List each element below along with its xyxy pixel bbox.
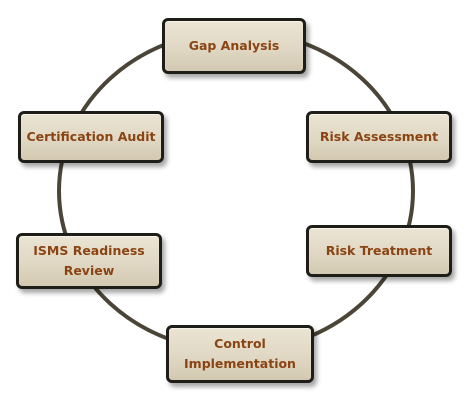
step-risk-treatment: Risk Treatment (306, 225, 452, 277)
step-certification-audit: Certification Audit (18, 111, 164, 163)
step-risk-assessment: Risk Assessment (306, 111, 452, 163)
cycle-ring (57, 29, 415, 353)
step-label: Risk Assessment (319, 129, 439, 144)
step-label: Gap Analysis (188, 38, 280, 53)
step-label: Risk Treatment (325, 243, 433, 258)
step-label: Certification Audit (26, 129, 156, 144)
step-gap-analysis: Gap Analysis (162, 18, 306, 74)
